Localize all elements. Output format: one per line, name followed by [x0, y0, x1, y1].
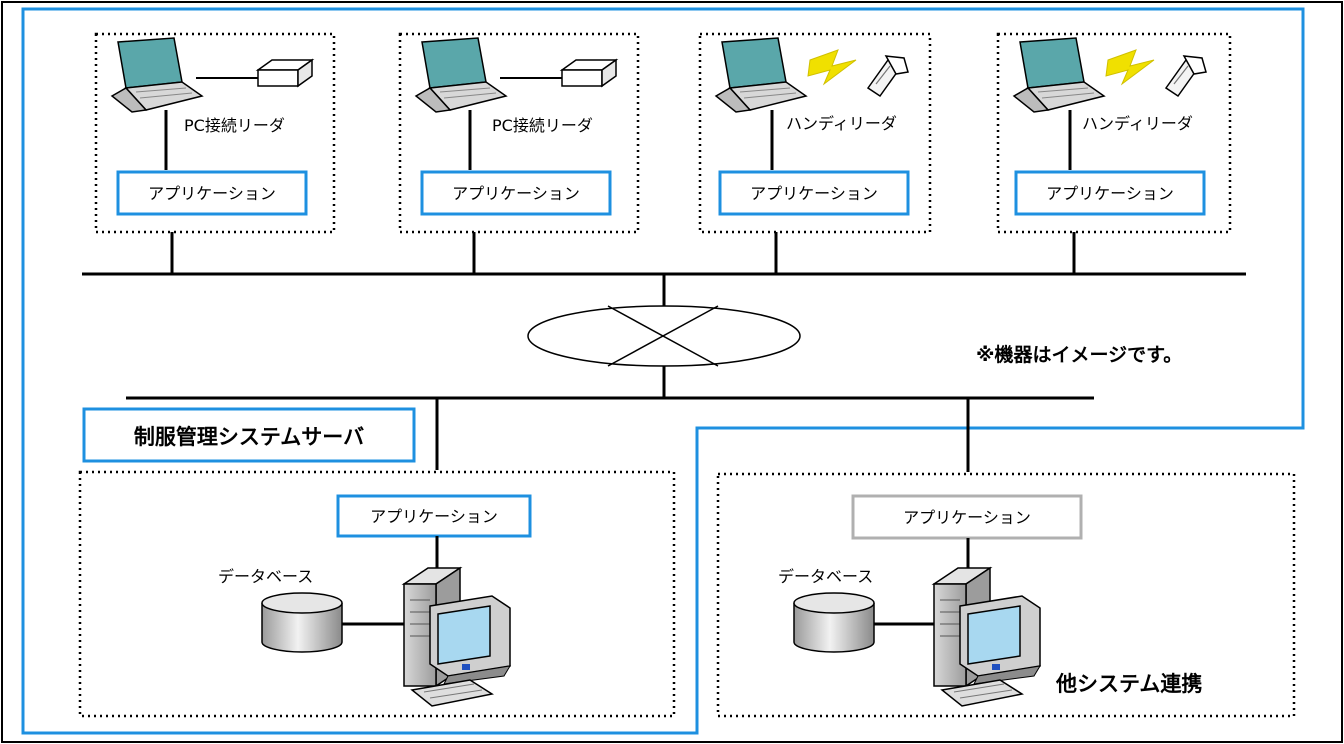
client-group-1: PC接続リーダ アプリケーション — [94, 32, 336, 274]
application-box — [1014, 170, 1206, 216]
reader-label: PC接続リーダ — [492, 116, 593, 135]
client-group-4: ハンディリーダ アプリケーション — [996, 32, 1232, 274]
application-box — [116, 170, 308, 216]
client-box — [94, 32, 336, 234]
system-name-box — [82, 407, 416, 463]
client-box — [996, 32, 1232, 234]
external-box — [716, 472, 1296, 718]
application-label: アプリケーション — [452, 184, 580, 203]
image-note: ※機器はイメージです。 — [976, 343, 1182, 366]
external-application-label: アプリケーション — [903, 508, 1031, 527]
server-computer-icon — [931, 566, 1041, 707]
pc-reader-icon — [255, 58, 315, 88]
server-computer-icon — [401, 566, 511, 707]
application-label: アプリケーション — [148, 184, 276, 203]
router-icon — [527, 305, 801, 367]
client-group-2: PC接続リーダ アプリケーション — [398, 32, 640, 274]
client-box — [398, 32, 640, 234]
application-box — [718, 170, 910, 216]
pc-reader-icon — [559, 58, 619, 88]
client-group-3: ハンディリーダ アプリケーション — [698, 32, 932, 274]
handy-reader-icon — [1164, 55, 1207, 98]
external-system-label: 他システム連携 — [1055, 672, 1202, 696]
laptop-icon — [414, 37, 508, 113]
application-label: アプリケーション — [750, 184, 878, 203]
database-icon — [261, 592, 343, 653]
application-box — [420, 170, 612, 216]
server-application-label: アプリケーション — [370, 507, 498, 526]
external-db-label: データベース — [778, 567, 873, 586]
laptop-icon — [1012, 37, 1106, 113]
external-application-box — [851, 494, 1083, 540]
system-name-label: 制服管理システムサーバ — [134, 425, 364, 449]
reader-label: PC接続リーダ — [184, 116, 285, 135]
wireless-icon — [1105, 49, 1155, 86]
laptop-icon — [110, 37, 204, 113]
server-box — [78, 470, 676, 718]
reader-label: ハンディリーダ — [1082, 114, 1193, 133]
reader-label: ハンディリーダ — [786, 114, 897, 133]
server-db-label: データベース — [218, 567, 313, 586]
database-icon — [793, 592, 875, 653]
server-application-box — [336, 494, 532, 538]
laptop-icon — [714, 37, 808, 113]
system-boundary — [21, 7, 1305, 735]
client-box — [698, 32, 932, 234]
application-label: アプリケーション — [1046, 184, 1174, 203]
wireless-icon — [807, 49, 857, 86]
handy-reader-icon — [866, 55, 909, 98]
